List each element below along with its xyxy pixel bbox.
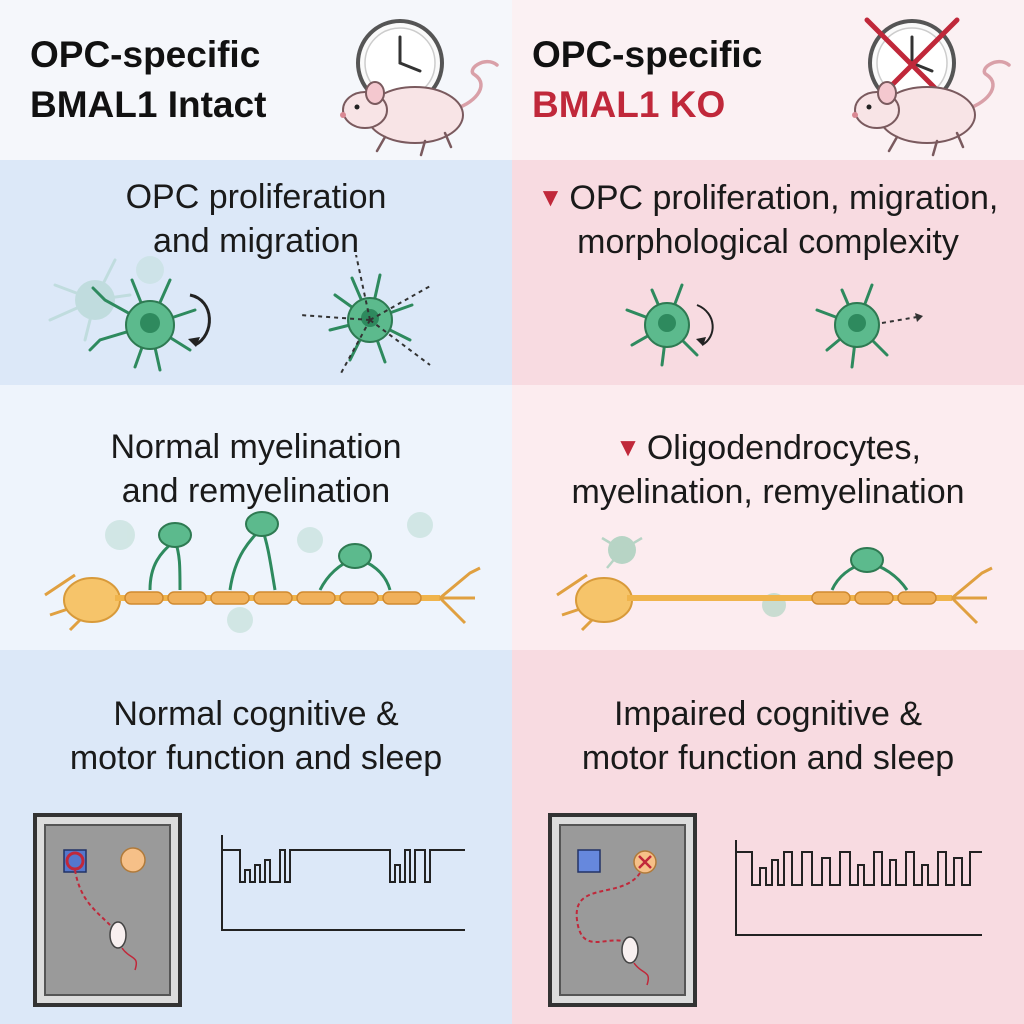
ko-step1-line1-wrap: ▼OPC proliferation, migration, xyxy=(512,175,1024,220)
ko-title: OPC-specific BMAL1 KO xyxy=(532,30,762,130)
ko-step1-line1: OPC proliferation, migration, xyxy=(569,179,999,217)
opc-cell-icon xyxy=(88,278,211,372)
ko-step1-line2: morphological complexity xyxy=(577,223,959,261)
opc-cell-icon xyxy=(105,512,433,633)
opc-cell-icon xyxy=(48,256,164,342)
intact-behavior-art xyxy=(33,813,465,1007)
intact-step3-text: Normal cognitive & motor function and sl… xyxy=(0,692,512,780)
opc-cell-icon xyxy=(299,255,433,376)
ko-step2-line2: myelination, remyelination xyxy=(571,473,965,511)
intact-step1-line1: OPC proliferation xyxy=(125,178,387,216)
ko-step1-text: ▼OPC proliferation, migration, morpholog… xyxy=(512,175,1024,264)
intact-step3-line2: motor function and sleep xyxy=(69,739,443,777)
ko-opc-art xyxy=(625,283,923,369)
ko-column: OPC-specific BMAL1 KO xyxy=(512,0,1024,1024)
ko-mouse-clock xyxy=(852,17,1011,157)
ko-step3-text: Impaired cognitive & motor function and … xyxy=(512,692,1024,780)
intact-step3: Normal cognitive & motor function and sl… xyxy=(0,650,512,1024)
ko-title-line2: BMAL1 KO xyxy=(532,84,726,125)
intact-title-line1: OPC-specific xyxy=(30,34,261,75)
mouse-icon xyxy=(852,59,1011,157)
intact-header: OPC-specific BMAL1 Intact xyxy=(0,0,512,160)
intact-column: OPC-specific BMAL1 Intact OPC prol xyxy=(0,0,512,1024)
opc-cell-icon xyxy=(815,283,923,369)
sleep-trace-icon xyxy=(221,835,465,931)
opc-cell-icon xyxy=(625,283,714,367)
ko-behavior-art xyxy=(548,813,982,1007)
intact-mouse-clock xyxy=(340,19,499,157)
intact-title-line2: BMAL1 Intact xyxy=(30,84,267,125)
intact-step2: Normal myelination and remyelination xyxy=(0,385,512,650)
ko-myelin-art xyxy=(556,536,993,632)
intact-opc-art xyxy=(48,255,433,376)
neuron-icon xyxy=(556,566,993,632)
ko-step2-line1-wrap: ▼Oligodendrocytes, xyxy=(512,425,1024,470)
ko-step3-line1: Impaired cognitive & xyxy=(613,695,923,733)
oligodendrocyte-icon xyxy=(148,511,392,591)
ko-step2-line1: Oligodendrocytes, xyxy=(646,429,921,467)
intact-step1: OPC proliferation and migration xyxy=(0,160,512,385)
arena-icon xyxy=(548,813,697,1007)
arena-icon xyxy=(33,813,182,1007)
oligodendrocyte-icon xyxy=(830,547,909,591)
intact-step3-line1: Normal cognitive & xyxy=(113,695,399,733)
mouse-icon xyxy=(340,59,499,157)
intact-title: OPC-specific BMAL1 Intact xyxy=(30,30,266,130)
decrease-icon: ▼ xyxy=(615,432,641,462)
intact-step2-line1: Normal myelination xyxy=(110,428,402,466)
ko-step1: ▼OPC proliferation, migration, morpholog… xyxy=(512,160,1024,385)
sleep-trace-icon xyxy=(735,840,982,936)
ko-step2-text: ▼Oligodendrocytes, myelination, remyelin… xyxy=(512,425,1024,514)
intact-step1-line2: and migration xyxy=(152,222,359,260)
intact-step2-text: Normal myelination and remyelination xyxy=(0,425,512,513)
intact-step1-text: OPC proliferation and migration xyxy=(0,175,512,263)
ko-title-line1: OPC-specific xyxy=(532,34,763,75)
ko-step2: ▼Oligodendrocytes, myelination, remyelin… xyxy=(512,385,1024,650)
ko-step3-line2: motor function and sleep xyxy=(581,739,955,777)
decrease-icon: ▼ xyxy=(537,182,564,212)
ko-step3: Impaired cognitive & motor function and … xyxy=(512,650,1024,1024)
myelin-segments xyxy=(124,591,422,605)
ko-header: OPC-specific BMAL1 KO xyxy=(512,0,1024,160)
myelin-segments xyxy=(811,591,937,605)
intact-step2-line2: and remyelination xyxy=(121,472,391,510)
intact-myelin-art xyxy=(44,511,481,633)
